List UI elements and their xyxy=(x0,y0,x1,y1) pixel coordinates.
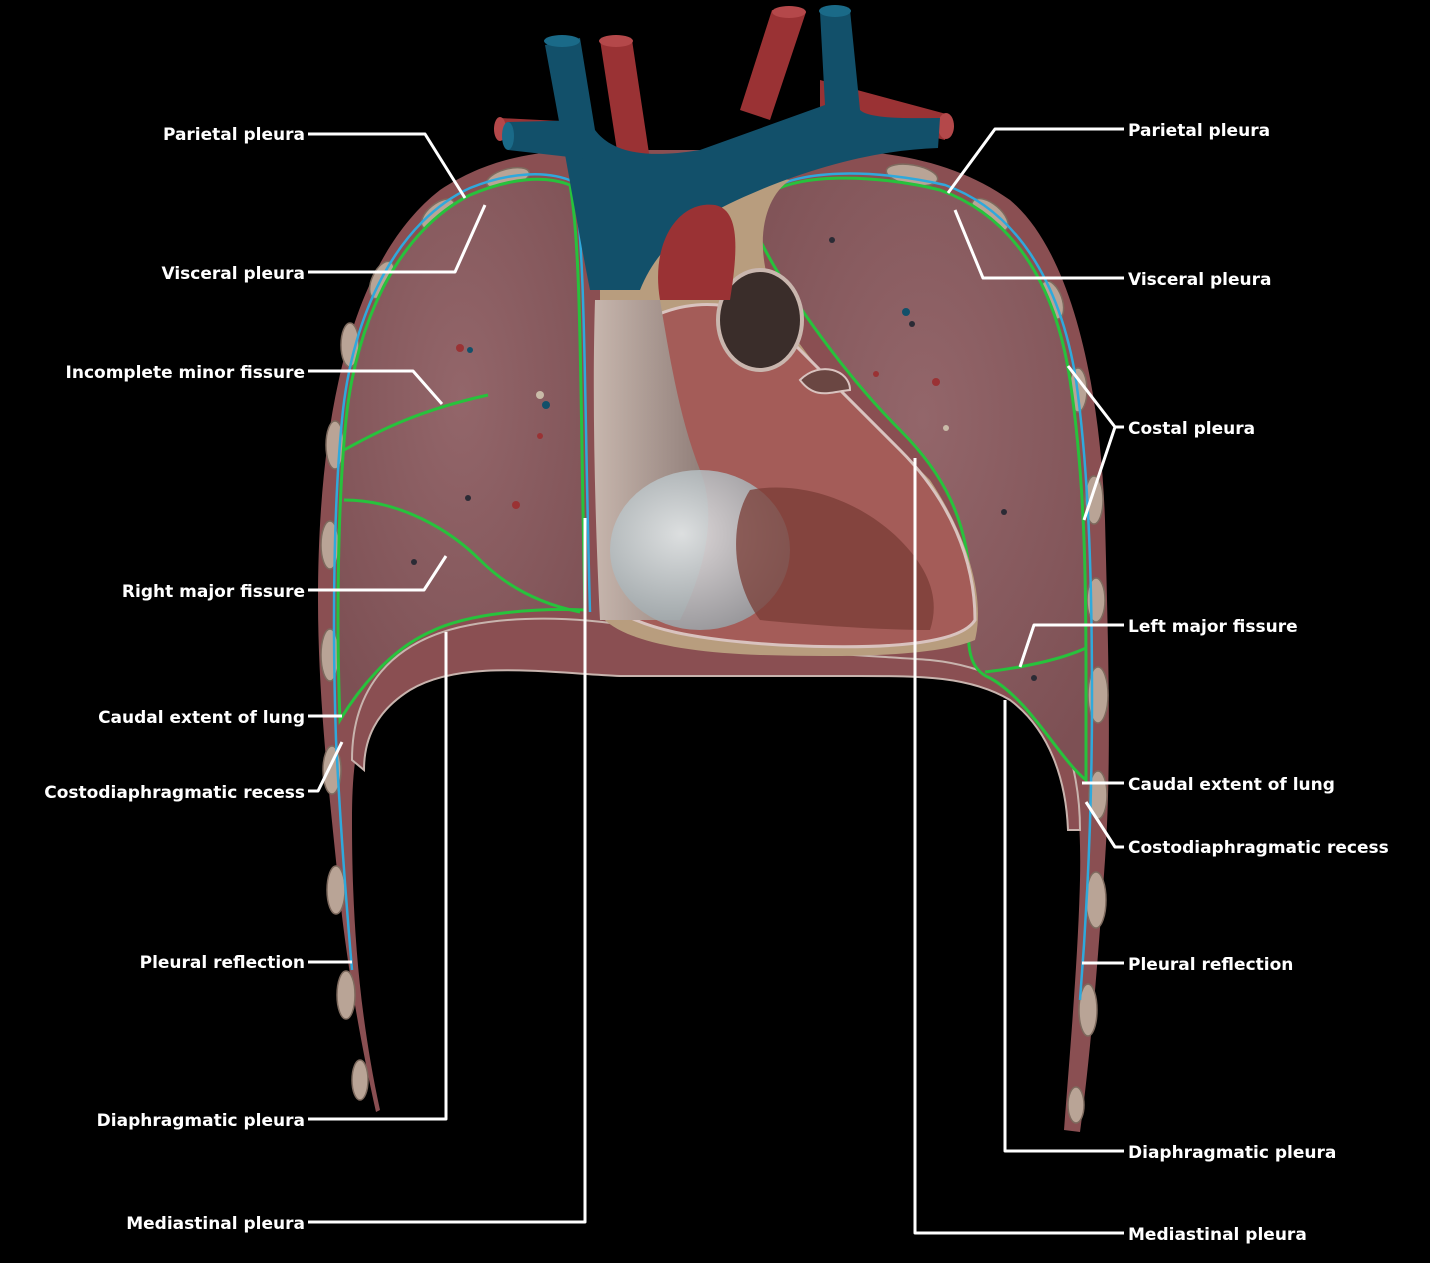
vessel-dot xyxy=(542,401,550,409)
label-left-parietal-pleura: Parietal pleura xyxy=(1128,121,1270,141)
vessel-dot xyxy=(932,378,940,386)
vessel-dot xyxy=(456,344,464,352)
vessel-dot xyxy=(943,425,949,431)
vessel-dot xyxy=(467,347,473,353)
vein-cut xyxy=(544,35,580,47)
vessel-dot xyxy=(512,501,520,509)
artery-cut xyxy=(938,113,954,139)
vessel-dot xyxy=(536,391,544,399)
label-right-costodiaphragmatic-recess: Costodiaphragmatic recess xyxy=(44,783,305,803)
label-right-diaphragmatic-pleura: Diaphragmatic pleura xyxy=(97,1111,305,1131)
label-costal-pleura: Costal pleura xyxy=(1128,419,1255,439)
label-right-visceral-pleura: Visceral pleura xyxy=(162,264,306,284)
vessel-dot xyxy=(1031,675,1037,681)
label-incomplete-minor-fissure: Incomplete minor fissure xyxy=(66,363,305,383)
label-left-costodiaphragmatic-recess: Costodiaphragmatic recess xyxy=(1128,838,1389,858)
artery-cut xyxy=(772,6,806,18)
label-left-caudal-extent-of-lung: Caudal extent of lung xyxy=(1128,775,1335,795)
vein-cut xyxy=(502,122,514,150)
label-right-caudal-extent-of-lung: Caudal extent of lung xyxy=(98,708,305,728)
brachiocephalic-vein xyxy=(508,120,596,160)
label-left-diaphragmatic-pleura: Diaphragmatic pleura xyxy=(1128,1143,1336,1163)
rib xyxy=(352,1060,368,1100)
vessel-dot xyxy=(465,495,471,501)
vein-cut xyxy=(819,5,851,17)
rib xyxy=(337,971,355,1019)
rib xyxy=(1086,872,1106,928)
label-left-visceral-pleura: Visceral pleura xyxy=(1128,270,1272,290)
vessel-dot xyxy=(537,433,543,439)
label-right-pleural-reflection: Pleural reflection xyxy=(140,953,305,973)
label-left-major-fissure: Left major fissure xyxy=(1128,617,1298,637)
left-labels: Parietal pleura Visceral pleura Incomple… xyxy=(44,125,305,1234)
vessel-dot xyxy=(1001,509,1007,515)
vessel-dot xyxy=(873,371,879,377)
vessel-dot xyxy=(411,559,417,565)
label-right-major-fissure: Right major fissure xyxy=(122,582,305,602)
vessel-dot xyxy=(902,308,910,316)
vessel-dot xyxy=(829,237,835,243)
right-labels: Parietal pleura Visceral pleura Costal p… xyxy=(1128,121,1389,1245)
label-right-parietal-pleura: Parietal pleura xyxy=(163,125,305,145)
artery-branch xyxy=(740,10,806,120)
label-left-mediastinal-pleura: Mediastinal pleura xyxy=(1128,1225,1307,1245)
rib xyxy=(321,629,339,681)
label-right-mediastinal-pleura: Mediastinal pleura xyxy=(126,1214,305,1234)
rib xyxy=(327,866,345,914)
rib xyxy=(1068,1087,1084,1123)
leader-left-parietal-pleura xyxy=(308,134,465,198)
label-left-pleural-reflection: Pleural reflection xyxy=(1128,955,1293,975)
vessel-dot xyxy=(909,321,915,327)
artery-cut xyxy=(599,35,633,47)
